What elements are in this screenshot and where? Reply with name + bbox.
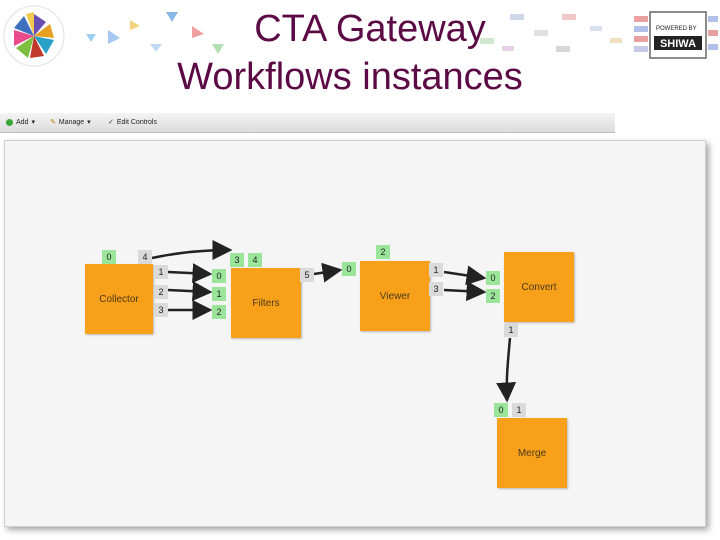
port-out[interactable]: 1 (154, 265, 168, 279)
node-merge[interactable]: Merge (497, 418, 567, 488)
node-filters[interactable]: Filters (231, 268, 301, 338)
port-in[interactable]: 0 (486, 271, 500, 285)
toolbar: Add ▾ ✎ Manage ▾ ✓ Edit Controls (0, 113, 615, 133)
port-out[interactable]: 1 (429, 263, 443, 277)
port-out[interactable]: 5 (300, 268, 314, 282)
edit-controls-button[interactable]: ✓ Edit Controls (108, 118, 157, 127)
port-in[interactable]: 0 (342, 262, 356, 276)
node-label: Merge (517, 447, 547, 459)
port-in[interactable]: 2 (376, 245, 390, 259)
port-out[interactable]: 3 (429, 282, 443, 296)
port-in[interactable]: 3 (230, 253, 244, 267)
page-subtitle: Workflows instances (177, 56, 523, 98)
node-label: Filters (252, 297, 280, 309)
page-title: CTA Gateway (254, 8, 486, 50)
plus-icon (6, 118, 13, 126)
svg-text:SHIWA: SHIWA (660, 38, 696, 50)
decorative-bars (480, 14, 622, 52)
port-in[interactable]: 2 (486, 289, 500, 303)
manage-label: Manage (58, 118, 85, 126)
manage-button[interactable]: ✎ Manage ▾ (50, 118, 91, 127)
port-in[interactable]: 4 (248, 253, 262, 267)
chevron-down-icon: ▾ (31, 119, 35, 126)
port-out[interactable]: 4 (138, 250, 152, 264)
port-out[interactable]: 2 (154, 285, 168, 299)
add-button[interactable]: Add ▾ (6, 118, 35, 126)
edit-controls-label: Edit Controls (116, 118, 157, 126)
powered-by-text: POWERED BY (656, 26, 697, 32)
node-collector[interactable]: Collector (85, 264, 153, 334)
port-in[interactable]: 0 (102, 250, 116, 264)
port-out[interactable]: 3 (154, 303, 168, 317)
port-in[interactable]: 0 (212, 269, 226, 283)
node-convert[interactable]: Convert (504, 252, 574, 322)
pencil-icon: ✎ (50, 119, 56, 126)
checkmark-icon: ✓ (108, 119, 114, 126)
node-label: Collector (99, 293, 139, 305)
port-out[interactable]: 1 (512, 403, 526, 417)
node-label: Viewer (379, 290, 411, 302)
chevron-down-icon: ▾ (87, 119, 91, 126)
port-in[interactable]: 1 (212, 287, 226, 301)
powered-by-logo: SHIWA POWERED BY (632, 6, 720, 66)
port-out[interactable]: 1 (504, 323, 518, 337)
decorative-shapes (86, 12, 224, 54)
port-in[interactable]: 2 (212, 305, 226, 319)
gateway-logo (0, 0, 72, 72)
node-viewer[interactable]: Viewer (360, 261, 430, 331)
port-in[interactable]: 0 (494, 403, 508, 417)
add-label: Add (16, 118, 29, 126)
node-label: Convert (521, 281, 557, 293)
